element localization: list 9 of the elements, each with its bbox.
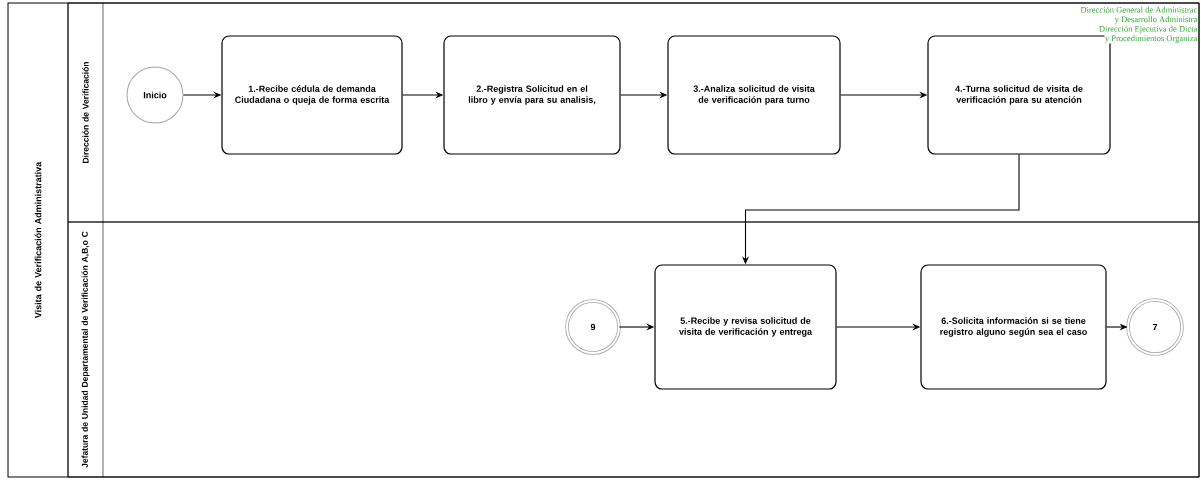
process-box: 1.-Recibe cédula de demanda Ciudadana o queja de forma escrita [221,35,403,155]
header-text: Dirección Ejecutiva de Dicta [1098,25,1198,34]
header-text: Dirección General de Administrac [1080,6,1198,14]
process-box: 6.-Solicita información si se tiene registro alguno según sea el caso [920,264,1107,390]
process-box: 2.-Registra Solicitud en el libro y envía para su analisis, [443,35,621,155]
process-box: 5.-Recibe y revisa solicitud de visita de verificación y entrega [654,264,837,390]
header-text: y Procedimientos Organiza [1104,34,1198,44]
header-text: y Desarrollo Administra [1114,15,1198,25]
process-box: 3.-Analiza solicitud de visita de verificación para turno [667,35,841,155]
